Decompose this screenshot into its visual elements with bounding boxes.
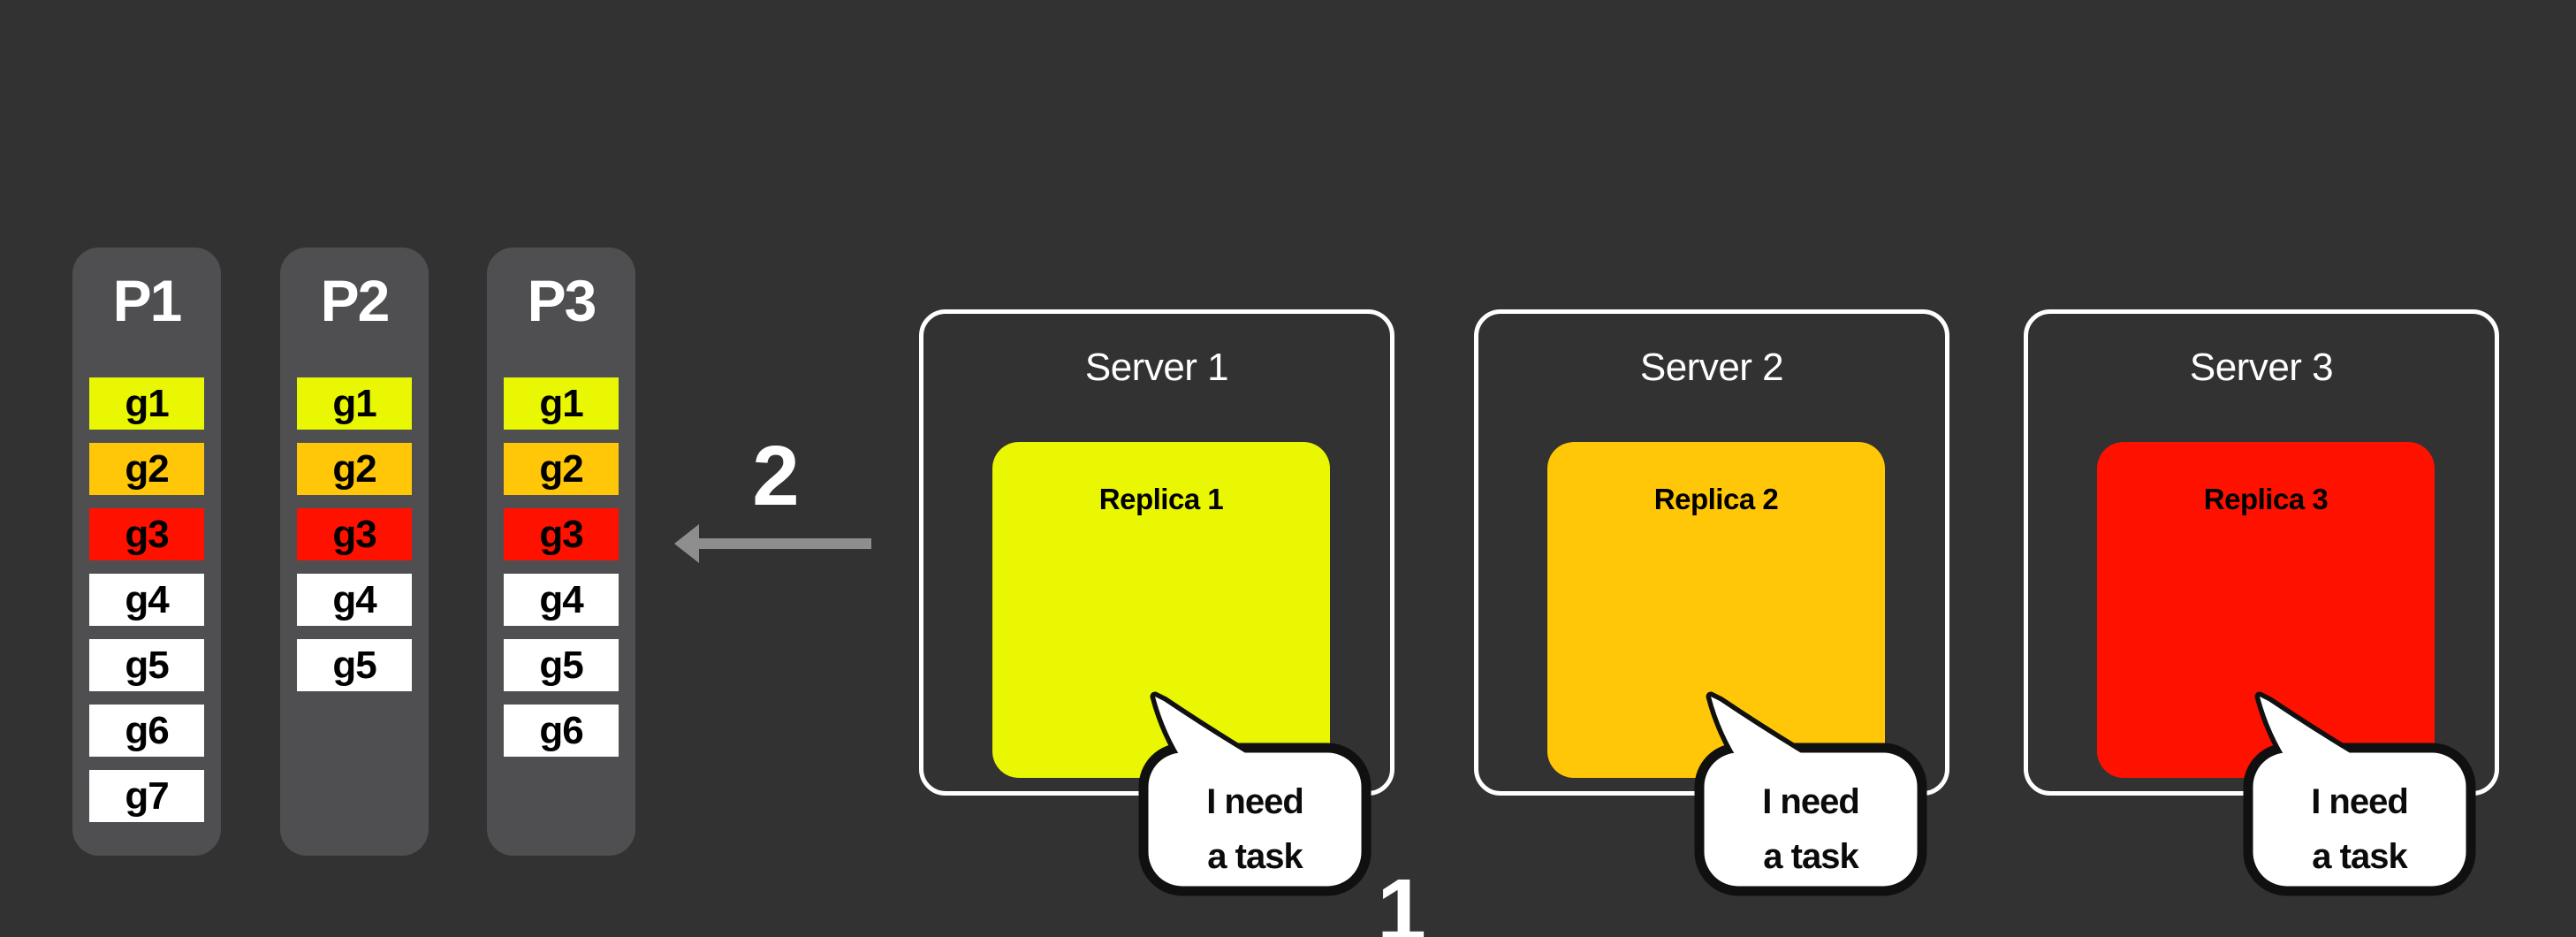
- task-group-cell-g6: g6: [504, 705, 619, 757]
- step-2-label: 2: [752, 429, 799, 523]
- arrow-shaft: [696, 538, 871, 549]
- server-title-3: Server 3: [2189, 346, 2334, 389]
- task-group-cell-g4: g4: [297, 574, 412, 626]
- server-title-1: Server 1: [1084, 346, 1229, 389]
- task-group-cell-g5: g5: [89, 639, 204, 691]
- partition-title-p2: P2: [320, 268, 391, 333]
- speech-line-2: a task: [1207, 837, 1303, 876]
- task-group-cell-g2: g2: [504, 443, 619, 495]
- arrow-left-icon: [674, 524, 699, 563]
- speech-bubble-shape: [2243, 691, 2476, 896]
- partition-column-p1: P1 g1 g2 g3 g4 g5 g6 g7: [72, 248, 221, 856]
- task-group-cell-g3: g3: [89, 508, 204, 560]
- task-group-cell-g4: g4: [504, 574, 619, 626]
- step-1-label: 1: [1377, 861, 1426, 937]
- speech-bubble-2: I need a task: [1691, 689, 1930, 902]
- partition-cell-list-p3: g1 g2 g3 g4 g5 g6: [487, 377, 635, 757]
- speech-line-2: a task: [2312, 837, 2407, 876]
- partition-cell-list-p1: g1 g2 g3 g4 g5 g6 g7: [72, 377, 221, 822]
- speech-line-1: I need: [2311, 782, 2409, 821]
- task-group-cell-g5: g5: [297, 639, 412, 691]
- task-group-cell-g1: g1: [297, 377, 412, 430]
- speech-bubble-3: I need a task: [2240, 689, 2479, 902]
- speech-line-1: I need: [1206, 782, 1304, 821]
- speech-text: I need a task: [2240, 774, 2479, 884]
- partition-column-p2: P2 g1 g2 g3 g4 g5: [280, 248, 429, 856]
- task-group-cell-g2: g2: [89, 443, 204, 495]
- speech-bubble-shape: [1694, 691, 1927, 896]
- task-group-cell-g4: g4: [89, 574, 204, 626]
- server-title-2: Server 2: [1639, 346, 1784, 389]
- task-group-cell-g5: g5: [504, 639, 619, 691]
- speech-line-2: a task: [1763, 837, 1858, 876]
- task-group-cell-g1: g1: [504, 377, 619, 430]
- task-group-cell-g3: g3: [504, 508, 619, 560]
- replica-label-1: Replica 1: [1098, 483, 1224, 515]
- task-group-cell-g6: g6: [89, 705, 204, 757]
- replica-label-3: Replica 3: [2203, 483, 2329, 515]
- speech-text: I need a task: [1691, 774, 1930, 884]
- speech-line-1: I need: [1762, 782, 1860, 821]
- task-group-cell-g2: g2: [297, 443, 412, 495]
- replica-label-2: Replica 2: [1653, 483, 1779, 515]
- task-group-cell-g7: g7: [89, 770, 204, 822]
- speech-bubble-1: I need a task: [1136, 689, 1374, 902]
- speech-text: I need a task: [1136, 774, 1374, 884]
- partition-title-p3: P3: [527, 268, 597, 333]
- task-group-cell-g3: g3: [297, 508, 412, 560]
- task-group-cell-g1: g1: [89, 377, 204, 430]
- speech-bubble-shape: [1138, 691, 1372, 896]
- partition-cell-list-p2: g1 g2 g3 g4 g5: [280, 377, 429, 691]
- partition-title-p1: P1: [112, 268, 183, 333]
- partition-column-p3: P3 g1 g2 g3 g4 g5 g6: [487, 248, 635, 856]
